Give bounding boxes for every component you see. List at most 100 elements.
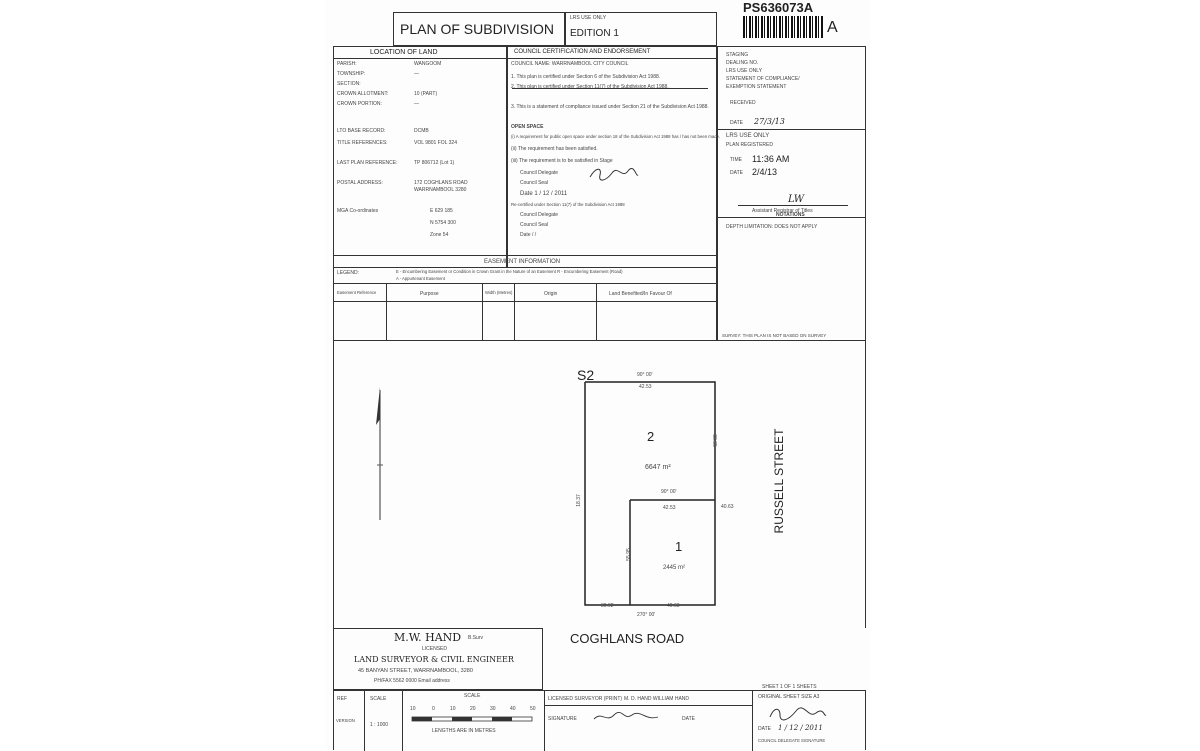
surveyor-date-label: DATE [682, 716, 695, 722]
last-plan-value: TP 806712 (Lot 1) [414, 160, 455, 166]
scale-tick-2: 10 [450, 706, 456, 712]
road-name: COGHLANS ROAD [570, 631, 685, 646]
easement-legend-label: LEGEND: [337, 270, 359, 276]
dim-bottom-left: 30.92 [601, 603, 614, 609]
delegate-signature [768, 703, 828, 725]
surveyor-signature-label: SIGNATURE [548, 716, 577, 722]
lot-marker: S2 [577, 367, 595, 383]
council-seal-label: Council Seal [520, 180, 549, 186]
crown-portion-label: CROWN PORTION: [337, 101, 382, 107]
scale-units: LENGTHS ARE IN METRES [432, 728, 496, 734]
survey-note: SURVEY: THIS PLAN IS NOT BASED ON SURVEY [722, 333, 827, 338]
mga-e: E 629 185 [430, 208, 453, 214]
received-date-label: DATE [730, 120, 743, 126]
easement-box: EASEMENT INFORMATION LEGEND: E - Encumbe… [333, 255, 717, 341]
open-space-b: (ii) The requirement has been satisfied. [511, 146, 598, 152]
staging-line-4: STATEMENT OF COMPLIANCE/ [726, 76, 800, 82]
plan-number: PS636073A [743, 0, 814, 15]
easement-legend-text-2: A - Appurtenant Easement [396, 276, 445, 281]
firm-role: LAND SURVEYOR & CIVIL ENGINEER [354, 655, 514, 664]
mga-n: N 5754 300 [430, 220, 456, 226]
mga-zone: Zone 54 [430, 232, 449, 238]
postal-value-2: WARRNAMBOOL 3280 [414, 187, 467, 193]
ref-label: REF [337, 696, 347, 702]
sheet-label: SHEET 1 OF 1 SHEETS [762, 684, 817, 690]
township-label: TOWNSHIP: [337, 71, 366, 77]
dim-lot1-left: 55.95 [625, 548, 632, 561]
council-name: COUNCIL NAME: WARRNAMBOOL CITY COUNCIL [511, 61, 629, 67]
firm-sub: LICENSED [422, 646, 448, 652]
staging-line-1: STAGING [726, 52, 749, 58]
col-width: Width (Metres) [485, 290, 513, 295]
registered-date-label: DATE [730, 170, 743, 176]
lot-1-number: 1 [675, 539, 683, 554]
received-label: RECEIVED [730, 100, 756, 106]
scale-tick-3: 20 [470, 706, 476, 712]
plan-drawing-frame [333, 341, 866, 628]
dim-bearing-bottom: 270° 00' [637, 612, 656, 618]
parish-value: WANGOOM [414, 61, 442, 67]
council-item-2: 2. This plan is certified under Section … [511, 84, 669, 90]
firm-name: M.W. HAND [394, 631, 462, 644]
firm-box: M.W. HAND B.Surv LICENSED LAND SURVEYOR … [333, 628, 543, 690]
mga-label: MGA Co-ordinates [337, 208, 379, 214]
dim-right-upper: 33.95 [710, 434, 717, 447]
edition-box: LRS USE ONLY EDITION 1 [565, 12, 717, 46]
scale-ratio: 1 : 1000 [370, 722, 389, 728]
surveyor-label: LICENSED SURVEYOR (PRINT) [548, 696, 623, 702]
lot-boundaries [555, 370, 725, 610]
council-delegate-signature-label: COUNCIL DELEGATE SIGNATURE [758, 738, 826, 743]
crown-allotment-value: 10 (PART) [414, 91, 438, 97]
lto-base-value: DCMB [414, 128, 429, 134]
scale-tick-6: 50 [530, 706, 536, 712]
delegate-date: 1 / 12 / 2011 [778, 724, 823, 732]
easement-legend-text: E - Encumbering Easement or Condition in… [396, 269, 623, 274]
scale-label-left: SCALE [370, 696, 387, 702]
crown-portion-value: — [414, 101, 419, 107]
footer-box: REF VERSION SCALE 1 : 1000 SCALE 10 0 10… [333, 685, 866, 751]
dim-bottom-right: 40.63 [667, 603, 680, 609]
scale-tick-0: 10 [410, 706, 416, 712]
staging-box: STAGING DEALING NO. LRS USE ONLY STATEME… [717, 46, 866, 341]
title-refs-value: VOL 9801 FOL 324 [414, 140, 457, 146]
col-easement-ref: Easement Reference [337, 290, 377, 295]
plan-sheet: PLAN OF SUBDIVISION LRS USE ONLY EDITION… [325, 0, 870, 751]
north-arrow-icon [370, 385, 390, 525]
township-value: — [414, 71, 419, 77]
surveyor-name: M. D. HAND WILLIAM HAND [624, 696, 690, 702]
staging-line-3: LRS USE ONLY [726, 68, 763, 74]
office-use-label: LRS USE ONLY [570, 15, 607, 21]
council-delegate-label: Council Delegate [520, 170, 559, 176]
registrar-initials: LW [788, 194, 805, 205]
council-heading: COUNCIL CERTIFICATION AND ENDORSEMENT [514, 49, 651, 55]
plan-letter: A [827, 19, 838, 36]
location-heading: LOCATION OF LAND [370, 49, 438, 56]
postal-value: 172 COGHLANS ROAD [414, 180, 468, 186]
col-purpose: Purpose [420, 291, 439, 297]
firm-phone: PH/FAX 5562 0000 Email address [374, 678, 450, 684]
lot-1-area: 2445 m² [663, 565, 686, 571]
lot-2-number: 2 [647, 429, 655, 444]
section-label: SECTION: [337, 81, 361, 87]
postal-label: POSTAL ADDRESS: [337, 180, 383, 186]
council-item-1: 1. This plan is certified under Section … [511, 74, 661, 80]
crown-allotment-label: CROWN ALLOTMENT: [337, 91, 389, 97]
open-space-c: (iii) The requirement is to be satisfied… [511, 158, 613, 164]
staging-line-2: DEALING NO. [726, 60, 759, 66]
edition-label: EDITION 1 [570, 28, 619, 39]
scale-bar [410, 709, 535, 725]
firm-address: 45 BANYAN STREET, WARRNAMBOOL, 3280 [358, 668, 473, 674]
open-space-a: (i) A requirement for public open space … [511, 134, 721, 139]
original-size: ORIGINAL SHEET SIZE A3 [758, 694, 820, 700]
dim-bearing-mid: 90° 00' [661, 489, 677, 495]
time-label: TIME [730, 157, 742, 163]
dim-length-top: 42.53 [639, 384, 652, 390]
scale-label: SCALE [464, 693, 481, 699]
council-box: COUNCIL CERTIFICATION AND ENDORSEMENT CO… [507, 46, 721, 268]
delegate-date-label: DATE [758, 726, 771, 732]
notation-1: DEPTH LIMITATION: DOES NOT APPLY [726, 224, 818, 230]
plan-registered-label: PLAN REGISTERED [726, 142, 773, 148]
parish-label: PARISH: [337, 61, 357, 67]
scale-tick-4: 30 [490, 706, 496, 712]
col-land-benefited: Land Benefited/In Favour Of [609, 291, 672, 297]
